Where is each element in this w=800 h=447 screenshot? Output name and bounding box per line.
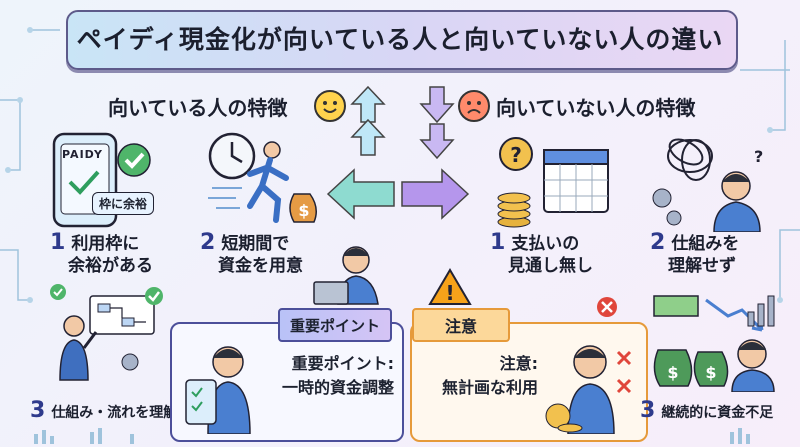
money-decline-icon: $ $ xyxy=(653,295,775,392)
item-text: 短期間で xyxy=(221,234,290,254)
item-number: 1 xyxy=(490,230,506,255)
important-text: 重要ポイント: 一時的資金調整 xyxy=(262,352,394,400)
item-text: 仕組み・流れを理解 xyxy=(51,405,178,421)
important-line2: 一時的資金調整 xyxy=(281,378,394,397)
svg-text:$: $ xyxy=(667,363,678,382)
confused-person-icon: ? xyxy=(652,138,763,232)
item-text: 余裕がある xyxy=(68,256,153,276)
important-tag: 重要ポイント xyxy=(278,308,392,342)
up-arrow-icon xyxy=(350,85,386,156)
person-tablet-icon xyxy=(185,346,251,434)
right-arrow-icon xyxy=(401,168,470,220)
svg-text:$: $ xyxy=(298,201,309,220)
svg-text:$: $ xyxy=(705,363,716,382)
limit-badge: 枠に余裕 xyxy=(92,192,155,215)
worried-person-icon xyxy=(545,345,632,434)
caution-text: 注意: 無計画な利用 xyxy=(420,352,538,400)
svg-text:?: ? xyxy=(754,147,763,166)
warning-icon: ! xyxy=(428,268,472,305)
code-decor xyxy=(730,428,750,444)
item-number: 2 xyxy=(200,230,216,255)
item-text: 理解せず xyxy=(668,256,736,276)
clock-runner-icon: $ xyxy=(208,132,317,223)
central-arrows xyxy=(326,85,470,220)
left-item-3: 3 仕組み・流れを理解 xyxy=(30,400,177,424)
close-icon xyxy=(597,297,617,317)
smiley-face-icon xyxy=(314,90,346,122)
left-heading: 向いている人の特徴 xyxy=(108,96,288,120)
right-item-3: 3 継続的に資金不足 xyxy=(640,400,773,424)
coins-calendar-icon: ? xyxy=(497,137,609,228)
caution-tag: 注意 xyxy=(412,308,510,342)
page-title: ペイディ現金化が向いている人と向いていない人の違い xyxy=(76,25,724,54)
item-text: 見通し無し xyxy=(508,256,593,276)
check-icon xyxy=(117,143,151,177)
item-number: 1 xyxy=(50,230,66,255)
title-banner xyxy=(66,10,738,70)
item-text: 支払いの xyxy=(511,234,580,254)
item-text: 仕組みを xyxy=(671,234,740,254)
important-line1: 重要ポイント: xyxy=(291,354,394,373)
caution-line2: 無計画な利用 xyxy=(441,378,538,397)
item-text: 利用枠に xyxy=(71,234,140,254)
presenter-icon xyxy=(50,284,163,381)
item-number: 3 xyxy=(30,398,46,423)
person-laptop-icon xyxy=(313,246,379,305)
item-text: 資金を用意 xyxy=(218,256,303,276)
svg-text:!: ! xyxy=(445,281,454,305)
paidy-logo: PAIDY xyxy=(62,148,103,161)
bar-chart-decor xyxy=(34,428,134,444)
sad-face-icon xyxy=(458,90,490,122)
item-number: 2 xyxy=(650,230,666,255)
item-number: 3 xyxy=(640,398,656,423)
right-heading: 向いていない人の特徴 xyxy=(496,96,696,120)
left-arrow-icon xyxy=(326,168,395,220)
caution-line1: 注意: xyxy=(499,354,538,373)
svg-text:?: ? xyxy=(510,143,522,167)
item-text: 継続的に資金不足 xyxy=(661,405,774,421)
down-arrow-icon xyxy=(419,86,455,160)
